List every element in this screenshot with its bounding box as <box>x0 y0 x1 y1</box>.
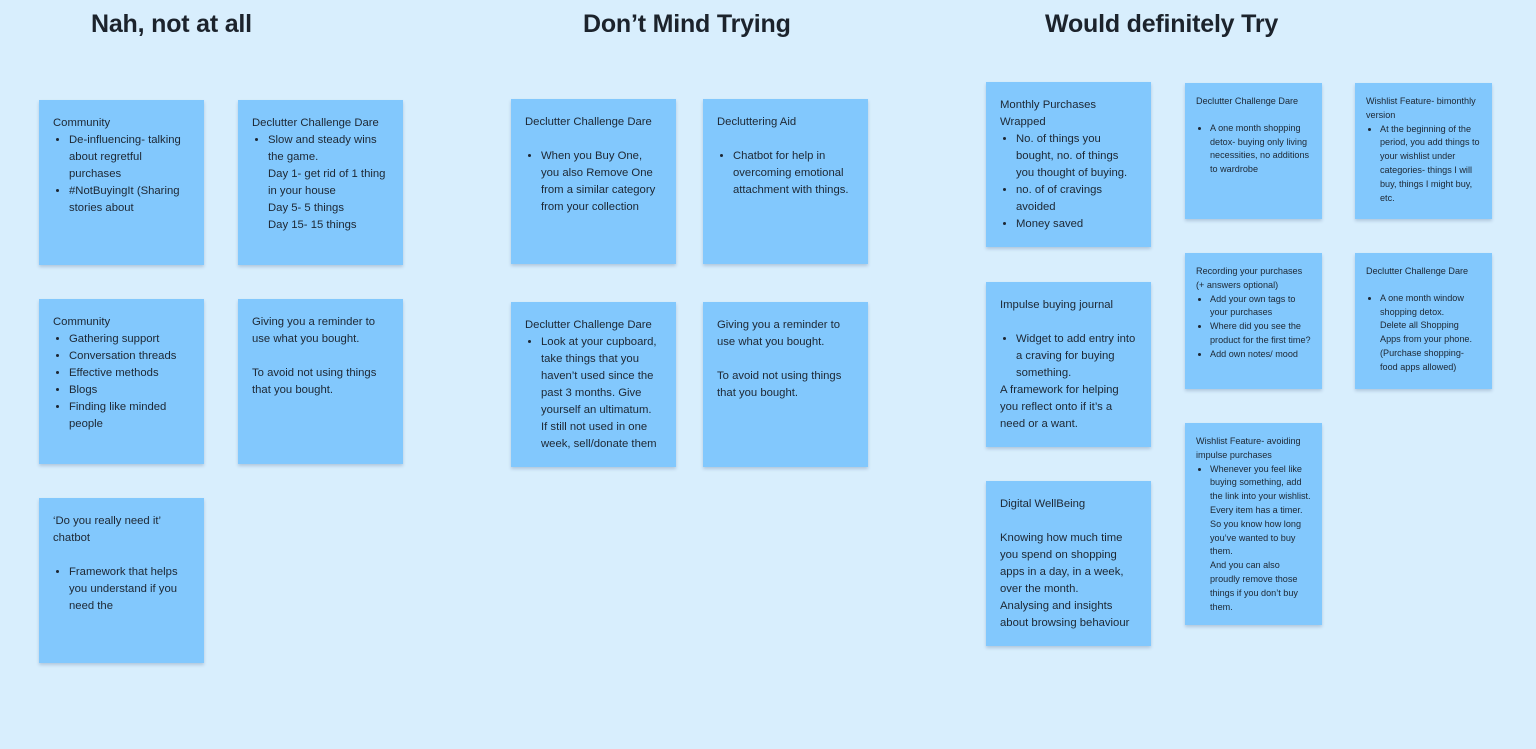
note-bullets: A one month window shopping detox. <box>1366 292 1481 320</box>
note-title: Digital WellBeing <box>1000 498 1086 510</box>
heading-would-definitely-try: Would definitely Try <box>1045 10 1279 38</box>
note-bullet: Finding like minded people <box>69 399 190 433</box>
note-bullet: Gathering support <box>69 331 190 348</box>
note-bullet: Slow and steady wins the game. <box>268 132 389 166</box>
sticky-note-wishlist-bimonthly[interactable]: Wishlist Feature- bimonthly version At t… <box>1355 83 1492 219</box>
note-bullet: Framework that helps you understand if y… <box>69 564 190 615</box>
note-title: Wishlist Feature- avoiding impulse purch… <box>1196 436 1301 460</box>
note-title: Decluttering Aid <box>717 116 797 128</box>
note-paragraph: Giving you a reminder to use what you bo… <box>252 316 376 345</box>
note-paragraph: To avoid not using things that you bough… <box>252 367 377 396</box>
note-title: Community <box>53 316 111 328</box>
note-bullets: At the beginning of the period, you add … <box>1366 123 1481 206</box>
sticky-note-decluttering-aid[interactable]: Decluttering Aid Chatbot for help in ove… <box>703 99 868 264</box>
note-bullets: Widget to add entry into a craving for b… <box>1000 331 1137 382</box>
note-title: Declutter Challenge Dare <box>525 319 652 331</box>
note-paragraph: Knowing how much time you spend on shopp… <box>1000 532 1124 595</box>
note-paragraph: Giving you a reminder to use what you bo… <box>717 319 841 348</box>
note-bullet: De-influencing- talking about regretful … <box>69 132 190 183</box>
note-line: If still not used in one week, sell/dona… <box>541 421 657 450</box>
note-bullet: At the beginning of the period, you add … <box>1380 123 1481 206</box>
sticky-note-do-you-really-need-it[interactable]: ‘Do you really need it’ chatbot Framewor… <box>39 498 204 663</box>
sticky-note-declutter-buy-one-remove-one[interactable]: Declutter Challenge Dare When you Buy On… <box>511 99 676 264</box>
sticky-note-community-deinfluencing[interactable]: Community De-influencing- talking about … <box>39 100 204 265</box>
sticky-note-declutter-shopping-detox[interactable]: Declutter Challenge Dare A one month sho… <box>1185 83 1322 219</box>
note-bullets: De-influencing- talking about regretful … <box>53 132 190 217</box>
note-bullets: Gathering support Conversation threads E… <box>53 331 190 433</box>
note-bullets: Framework that helps you understand if y… <box>53 564 190 615</box>
note-bullets: A one month shopping detox- buying only … <box>1196 122 1311 177</box>
note-bullets: Whenever you feel like buying something,… <box>1196 463 1311 560</box>
note-bullet: Where did you see the product for the fi… <box>1210 320 1311 348</box>
note-title: Declutter Challenge Dare <box>252 117 379 129</box>
note-title: Impulse buying journal <box>1000 299 1114 311</box>
note-title: ‘Do you really need it’ chatbot <box>53 515 161 544</box>
note-bullet: Add your own tags to your purchases <box>1210 293 1311 321</box>
note-bullets: Add your own tags to your purchases Wher… <box>1196 293 1311 362</box>
sticky-note-reminder-use-bought[interactable]: Giving you a reminder to use what you bo… <box>238 299 403 464</box>
note-title: Declutter Challenge Dare <box>1366 266 1469 276</box>
note-paragraph: Analysing and insights about browsing be… <box>1000 600 1130 629</box>
note-bullet: Effective methods <box>69 365 190 382</box>
sticky-note-community-support[interactable]: Community Gathering support Conversation… <box>39 299 204 464</box>
note-line: And you can also proudly remove those th… <box>1210 560 1298 612</box>
note-bullets: Chatbot for help in overcoming emotional… <box>717 148 854 199</box>
note-bullet: Blogs <box>69 382 190 399</box>
note-title: Declutter Challenge Dare <box>1196 96 1299 106</box>
note-paragraph: To avoid not using things that you bough… <box>717 370 842 399</box>
note-bullet: Widget to add entry into a craving for b… <box>1016 331 1137 382</box>
sticky-note-monthly-purchases-wrapped[interactable]: Monthly Purchases Wrapped No. of things … <box>986 82 1151 247</box>
note-bullet: Look at your cupboard, take things that … <box>541 334 662 419</box>
note-bullet: A one month window shopping detox. <box>1380 292 1481 320</box>
sticky-note-declutter-cupboard[interactable]: Declutter Challenge Dare Look at your cu… <box>511 302 676 467</box>
note-line: Delete all Shopping Apps from your phone… <box>1380 320 1472 345</box>
note-bullet: No. of things you bought, no. of things … <box>1016 131 1137 182</box>
note-bullet: Conversation threads <box>69 348 190 365</box>
sticky-note-declutter-slow-steady[interactable]: Declutter Challenge Dare Slow and steady… <box>238 100 403 265</box>
sticky-note-declutter-window-shopping[interactable]: Declutter Challenge Dare A one month win… <box>1355 253 1492 389</box>
note-title: Community <box>53 117 111 129</box>
note-bullets: Look at your cupboard, take things that … <box>525 334 662 419</box>
heading-nah-not-at-all: Nah, not at all <box>91 10 252 38</box>
sticky-note-impulse-buying-journal[interactable]: Impulse buying journal Widget to add ent… <box>986 282 1151 447</box>
note-line: (Purchase shopping- food apps allowed) <box>1380 347 1464 372</box>
note-bullet: Money saved <box>1016 216 1137 233</box>
note-title: Monthly Purchases Wrapped <box>1000 99 1097 128</box>
note-bullet: When you Buy One, you also Remove One fr… <box>541 148 662 216</box>
note-bullet: Add own notes/ mood <box>1210 348 1311 362</box>
note-title: Recording your purchases (+ answers opti… <box>1196 266 1303 290</box>
sticky-note-recording-purchases[interactable]: Recording your purchases (+ answers opti… <box>1185 253 1322 389</box>
note-line: A framework for helping you reflect onto… <box>1000 384 1119 430</box>
sticky-note-reminder-use-bought-2[interactable]: Giving you a reminder to use what you bo… <box>703 302 868 467</box>
note-bullet: Chatbot for help in overcoming emotional… <box>733 148 854 199</box>
note-bullets: When you Buy One, you also Remove One fr… <box>525 148 662 216</box>
note-line: Day 1- get rid of 1 thing in your house <box>268 168 386 197</box>
sticky-note-wishlist-impulse[interactable]: Wishlist Feature- avoiding impulse purch… <box>1185 423 1322 625</box>
note-line: Day 5- 5 things <box>268 202 344 214</box>
note-line: Day 15- 15 things <box>268 219 357 231</box>
note-title: Declutter Challenge Dare <box>525 116 652 128</box>
note-bullets: Slow and steady wins the game. <box>252 132 389 166</box>
note-bullet: #NotBuyingIt (Sharing stories about <box>69 183 190 217</box>
sticky-note-digital-wellbeing[interactable]: Digital WellBeing Knowing how much time … <box>986 481 1151 646</box>
heading-dont-mind-trying: Don’t Mind Trying <box>583 10 791 38</box>
note-bullets: No. of things you bought, no. of things … <box>1000 131 1137 233</box>
note-bullet: no. of of cravings avoided <box>1016 182 1137 216</box>
note-bullet: Whenever you feel like buying something,… <box>1210 463 1311 560</box>
note-title: Wishlist Feature- bimonthly version <box>1366 96 1476 120</box>
note-bullet: A one month shopping detox- buying only … <box>1210 122 1311 177</box>
